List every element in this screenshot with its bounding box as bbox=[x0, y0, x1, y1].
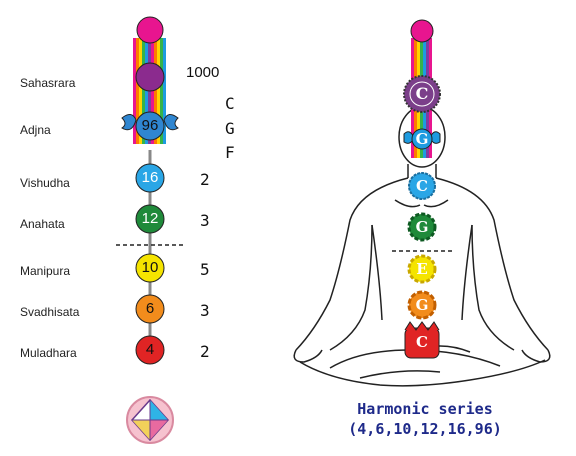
top-dot bbox=[136, 16, 164, 44]
vishudha-number: 16 bbox=[141, 169, 159, 186]
right-chakra-root bbox=[404, 321, 440, 359]
note-letter-1: C bbox=[225, 94, 235, 113]
anahata-circle bbox=[135, 204, 165, 234]
right-chakra-solar bbox=[407, 254, 437, 284]
anahata-number: 12 bbox=[141, 210, 159, 227]
label-muladhara: Muladhara bbox=[20, 346, 77, 360]
figure-note-sacral: G bbox=[415, 296, 429, 314]
label-manipura: Manipura bbox=[20, 264, 71, 278]
adjna-number: 96 bbox=[141, 117, 159, 134]
muladhara-circle bbox=[135, 335, 165, 365]
manipura-number: 10 bbox=[141, 259, 159, 276]
figure-note-crown: C bbox=[415, 84, 429, 103]
ratio-vishudha: 2 bbox=[200, 170, 210, 189]
right-chakra-heart bbox=[407, 212, 437, 242]
ratio-svadhisata: 3 bbox=[200, 301, 210, 320]
star-tetrahedron-icon bbox=[126, 396, 174, 444]
muladhara-number: 4 bbox=[145, 341, 155, 358]
svadhisata-circle bbox=[135, 294, 165, 324]
right-top-dot bbox=[410, 19, 434, 43]
label-sahasrara: Sahasrara bbox=[20, 76, 76, 90]
sahasrara-circle bbox=[135, 62, 165, 92]
figure-note-brow: G bbox=[415, 130, 429, 148]
vishudha-circle bbox=[135, 163, 165, 193]
figure-note-root: C bbox=[416, 333, 428, 351]
manipura-circle bbox=[135, 253, 165, 283]
note-letter-3: F bbox=[225, 143, 235, 162]
right-chakra-crown bbox=[403, 75, 441, 113]
ratio-anahata: 3 bbox=[200, 211, 210, 230]
crown-value: 1000 bbox=[186, 64, 220, 81]
right-chakra-throat bbox=[408, 172, 436, 200]
note-letter-2: G bbox=[225, 119, 235, 138]
figure-note-solar: E bbox=[416, 260, 428, 278]
svadhisata-number: 6 bbox=[145, 300, 155, 317]
label-vishudha: Vishudha bbox=[20, 176, 70, 190]
meditating-figure bbox=[293, 106, 551, 387]
caption-series: (4,6,10,12,16,96) bbox=[348, 420, 502, 438]
figure-note-heart: G bbox=[415, 218, 429, 236]
label-anahata: Anahata bbox=[20, 217, 65, 231]
figure-note-throat: C bbox=[416, 177, 428, 195]
right-chakra-sacral bbox=[407, 290, 437, 320]
ratio-manipura: 5 bbox=[200, 260, 210, 279]
label-adjna: Adjna bbox=[20, 123, 51, 137]
adjna-winged-symbol bbox=[121, 111, 179, 141]
label-svadhisata: Svadhisata bbox=[20, 305, 80, 319]
right-chakra-brow bbox=[403, 128, 441, 150]
ratio-muladhara: 2 bbox=[200, 342, 210, 361]
caption-title: Harmonic series bbox=[357, 400, 493, 418]
